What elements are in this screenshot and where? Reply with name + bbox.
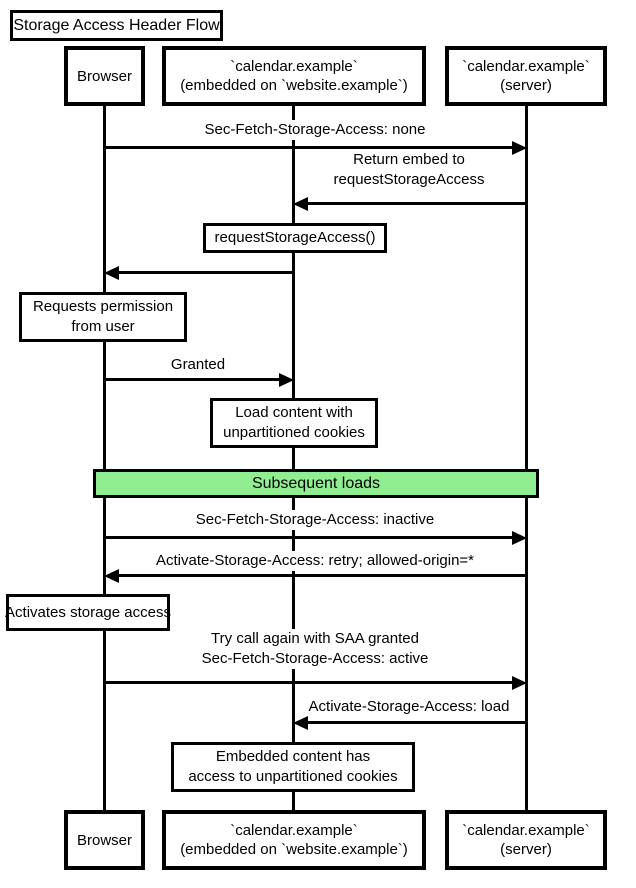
- message-sec-fetch-inactive-label: Sec-Fetch-Storage-Access: inactive: [192, 510, 438, 530]
- lifeline-browser: [103, 106, 106, 810]
- message-granted-line: [104, 378, 281, 381]
- participant-server-label-line1: `calendar.example`: [462, 58, 590, 75]
- message-activate-retry-line: [117, 574, 527, 577]
- arrowhead-left-icon: [104, 569, 119, 583]
- message-return-embed-line1: Return embed to: [353, 151, 465, 168]
- note-requests-permission: Requests permission from user: [19, 292, 187, 342]
- message-try-again-line1: Try call again with SAA granted: [211, 630, 419, 647]
- arrowhead-left-icon: [104, 266, 119, 280]
- message-return-embed-line2: requestStorageAccess: [333, 171, 485, 188]
- lifeline-embed: [292, 106, 295, 810]
- message-sec-fetch-inactive-line: [104, 536, 514, 539]
- note-request-storage-access-label: requestStorageAccess(): [214, 229, 376, 246]
- message-invoke-line: [117, 271, 294, 274]
- arrowhead-right-icon: [512, 676, 527, 690]
- note-embedded-content: Embedded content has access to unpartiti…: [171, 742, 415, 792]
- lifeline-server: [525, 106, 528, 810]
- participant-server-label-line2: (server): [500, 77, 552, 94]
- participant-embed-top: `calendar.example` (embedded on `website…: [162, 46, 426, 106]
- note-requests-permission-line1: Requests permission: [32, 298, 174, 315]
- message-try-again-label: Try call again with SAA granted Sec-Fetc…: [198, 629, 432, 669]
- message-return-embed-line: [306, 202, 527, 205]
- participant-server-label-line1: `calendar.example`: [462, 822, 590, 839]
- note-embedded-content-line1: Embedded content has: [215, 748, 371, 765]
- participant-embed-label-line1: `calendar.example`: [230, 58, 358, 75]
- arrowhead-left-icon: [293, 716, 308, 730]
- message-activate-load-label: Activate-Storage-Access: load: [305, 697, 513, 717]
- note-embedded-content-line2: access to unpartitioned cookies: [188, 768, 398, 785]
- note-load-content-line2: unpartitioned cookies: [223, 424, 365, 441]
- participant-server-bottom: `calendar.example` (server): [445, 810, 607, 870]
- note-requests-permission-line2: from user: [71, 318, 135, 335]
- note-load-content: Load content with unpartitioned cookies: [210, 398, 378, 448]
- participant-embed-bottom: `calendar.example` (embedded on `website…: [162, 810, 426, 870]
- participant-server-label-line2: (server): [500, 841, 552, 858]
- participant-embed-label-line2: (embedded on `website.example`): [180, 77, 408, 94]
- message-try-again-line: [104, 681, 514, 684]
- arrowhead-left-icon: [293, 197, 308, 211]
- participant-browser-label: Browser: [76, 67, 132, 85]
- message-activate-load-line: [306, 721, 527, 724]
- participant-embed-label-line1: `calendar.example`: [230, 822, 358, 839]
- participant-browser-top: Browser: [64, 46, 145, 106]
- participant-embed-label-line2: (embedded on `website.example`): [180, 841, 408, 858]
- message-activate-retry-label: Activate-Storage-Access: retry; allowed-…: [152, 551, 478, 571]
- participant-browser-label: Browser: [76, 831, 132, 849]
- diagram-title: Storage Access Header Flow: [13, 16, 220, 34]
- note-request-storage-access: requestStorageAccess(): [203, 223, 387, 253]
- message-sec-fetch-none-line: [104, 146, 514, 149]
- message-granted-label: Granted: [167, 355, 229, 375]
- arrowhead-right-icon: [279, 373, 294, 387]
- divider-band-label: Subsequent loads: [251, 474, 381, 492]
- divider-band: Subsequent loads: [93, 469, 539, 498]
- note-activates-storage: Activates storage access: [5, 594, 171, 631]
- arrowhead-right-icon: [512, 141, 527, 155]
- arrowhead-right-icon: [512, 531, 527, 545]
- message-try-again-line2: Sec-Fetch-Storage-Access: active: [201, 650, 429, 667]
- participant-browser-bottom: Browser: [64, 810, 145, 870]
- participant-server-top: `calendar.example` (server): [445, 46, 607, 106]
- diagram-title-box: Storage Access Header Flow: [10, 10, 223, 41]
- message-return-embed-label: Return embed to requestStorageAccess: [330, 150, 488, 190]
- message-sec-fetch-none-label: Sec-Fetch-Storage-Access: none: [201, 120, 429, 140]
- note-load-content-line1: Load content with: [235, 404, 353, 421]
- note-activates-storage-label: Activates storage access: [5, 603, 171, 621]
